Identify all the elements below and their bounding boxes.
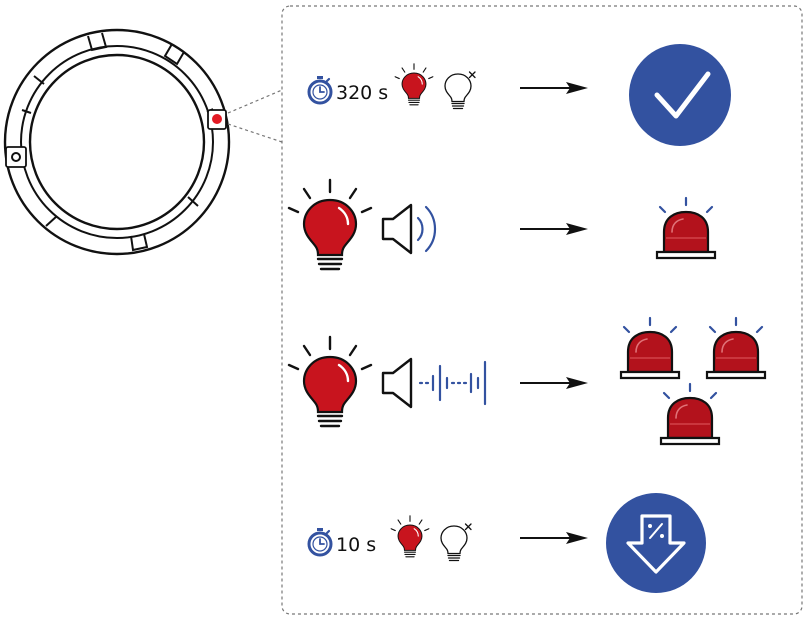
row-low-battery: 10 s <box>307 493 706 593</box>
arrow-right-icon <box>519 222 589 236</box>
alarm-light-icon <box>619 316 681 380</box>
speaker-icon <box>381 357 487 409</box>
row-alarm-single <box>287 178 717 271</box>
alarm-light-icon <box>705 316 767 380</box>
alarm-light-icon <box>655 196 717 260</box>
row-alarm-multiple <box>287 316 767 446</box>
device-ring-icon <box>3 28 231 256</box>
speaker-icon <box>381 203 437 255</box>
red-bulb-icon <box>287 178 373 271</box>
bulb-off-icon <box>444 71 476 110</box>
arrow-right-icon <box>519 81 589 95</box>
alarm-light-icon <box>659 382 721 446</box>
stopwatch-icon <box>307 74 333 105</box>
red-bulb-icon <box>394 63 434 106</box>
arrow-right-icon <box>519 376 589 390</box>
callout-connector <box>227 89 283 143</box>
bulb-off-icon <box>440 523 472 562</box>
arrow-right-icon <box>519 531 589 545</box>
red-bulb-icon <box>287 335 373 428</box>
red-bulb-icon <box>390 515 430 558</box>
signal-panel-frame <box>281 5 803 615</box>
down-arrow-circle-icon <box>606 493 706 593</box>
timer-label: 320 s <box>336 82 388 104</box>
stopwatch-icon <box>307 526 333 557</box>
row-confirmed: 320 s <box>307 44 731 146</box>
check-circle-icon <box>629 44 731 146</box>
timer-label: 10 s <box>336 534 376 556</box>
